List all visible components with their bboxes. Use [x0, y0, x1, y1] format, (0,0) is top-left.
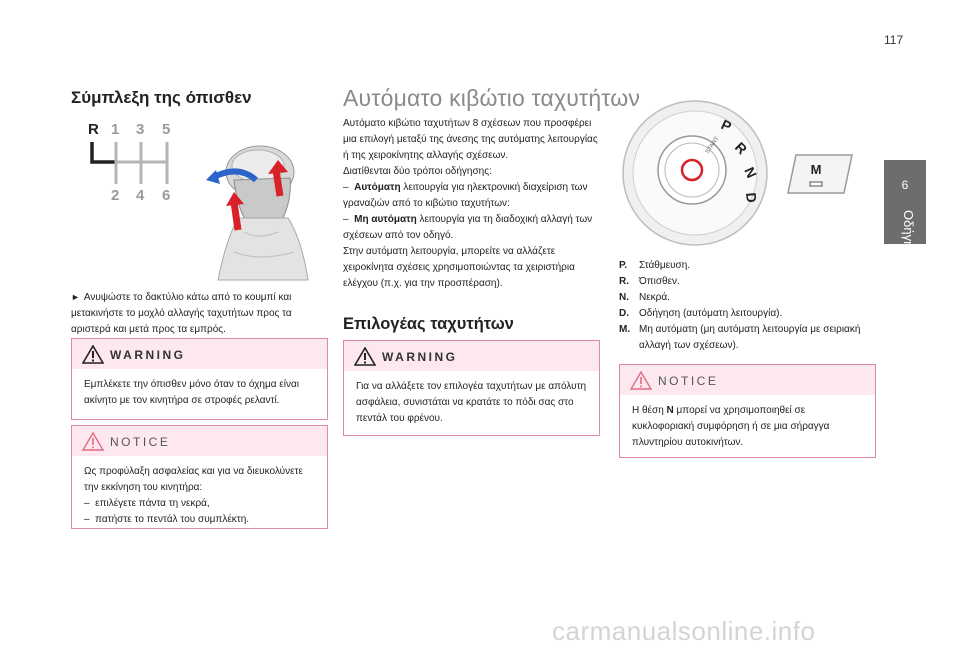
mode-manual-desc: λειτουργία για τη διαδοχική αλλαγή των σ…: [343, 214, 593, 241]
position-item: M. Μη αυτόματη (μη αυτόματη λειτουργία με…: [619, 322, 875, 354]
warning-title: WARNING: [110, 348, 186, 362]
notice-header: NOTICE: [620, 365, 875, 395]
watermark: carmanualsonline.info: [552, 616, 816, 646]
warning-header: WARNING: [344, 341, 599, 371]
reverse-instruction: ►Ανυψώστε το δακτύλιο κάτω από το κουμπί…: [71, 289, 327, 338]
position-item: P. Στάθμευση.: [619, 258, 875, 274]
notice-item-text: επιλέγετε πάντα τη νεκρά,: [95, 498, 210, 509]
position-text: Όπισθεν.: [639, 276, 680, 287]
reverse-instruction-text: Ανυψώστε το δακτύλιο κάτω από το κουμπί …: [71, 292, 292, 335]
driving-modes-lead: Διατίθενται δύο τρόποι οδήγησης:: [343, 166, 492, 177]
gear-lever-illustration: [206, 145, 309, 281]
position-item: R. Όπισθεν.: [619, 274, 875, 290]
warning-header: WARNING: [72, 339, 327, 369]
position-key: P.: [619, 260, 628, 271]
gear-selector-dial: P R N D START: [622, 100, 768, 246]
position-key: N.: [619, 292, 629, 303]
warning-text: Για να αλλάξετε τον επιλογέα ταχυτήτων μ…: [356, 381, 587, 424]
warning-triangle-icon: [82, 345, 104, 364]
warning-box-left: WARNING Εμπλέκετε την όπισθεν μόνο όταν …: [71, 338, 328, 420]
automatic-description: Αυτόματο κιβώτιο ταχυτήτων 8 σχέσεων που…: [343, 116, 603, 292]
notice-triangle-icon: [82, 432, 104, 451]
manual-override-text: Στην αυτόματη λειτουργία, μπορείτε να αλ…: [343, 246, 575, 289]
gear-label-1: 1: [111, 121, 119, 138]
dial-letter-d: D: [743, 192, 760, 203]
mode-manual-name: Μη αυτόματη: [354, 214, 417, 225]
notice-text-pre: Η θέση: [632, 405, 667, 416]
bullet-arrow-icon: ►: [71, 292, 80, 302]
chapter-tab[interactable]: 6: [884, 160, 926, 244]
mode-automatic: – Αυτόματη λειτουργία για ηλεκτρονική δι…: [343, 182, 588, 209]
notice-title: NOTICE: [110, 435, 171, 449]
warning-title: WARNING: [382, 350, 458, 364]
section-title-automatic: Αυτόματο κιβώτιο ταχυτήτων: [343, 85, 641, 111]
chapter-number: 6: [901, 178, 909, 192]
subsection-title-selector: Επιλογέας ταχυτήτων: [343, 315, 514, 333]
notice-item-text: πατήστε το πεντάλ του συμπλέκτη.: [95, 514, 250, 525]
page-number: 117: [884, 33, 904, 47]
mode-automatic-name: Αυτόματη: [354, 182, 401, 193]
position-list: P. Στάθμευση. R. Όπισθεν. N. Νεκρά. D. Οδήγη…: [619, 258, 875, 354]
chapter-label-wrap: Οδήγηση: [884, 208, 926, 264]
warning-triangle-icon: [354, 347, 376, 366]
mode-automatic-desc: λειτουργία για ηλεκτρονική διαχείριση τω…: [343, 182, 588, 209]
position-key: R.: [619, 276, 629, 287]
position-text: Οδήγηση (αυτόματη λειτουργία).: [639, 308, 783, 319]
gear-label-2: 2: [111, 187, 119, 204]
warning-text: Εμπλέκετε την όπισθεν μόνο όταν το όχημα…: [84, 379, 299, 406]
position-text: Νεκρά.: [639, 292, 670, 303]
position-key: D.: [619, 308, 629, 319]
position-key: M.: [619, 324, 631, 335]
notice-text: Η θέση N μπορεί να χρησιμοποιηθεί σε κυκ…: [620, 395, 875, 459]
notice-box-left: NOTICE Ως προφύλαξη ασφαλείας και για να…: [71, 425, 328, 529]
notice-title: NOTICE: [658, 374, 719, 388]
notice-intro: Ως προφύλαξη ασφαλείας και για να διευκο…: [84, 466, 303, 493]
notice-text-bold: N: [666, 405, 674, 416]
notice-item: – πατήστε το πεντάλ του συμπλέκτη.: [84, 514, 250, 525]
notice-header: NOTICE: [72, 426, 327, 456]
warning-box-middle: WARNING Για να αλλάξετε τον επιλογέα ταχ…: [343, 340, 600, 436]
notice-body: Ως προφύλαξη ασφαλείας και για να διευκο…: [72, 456, 327, 536]
gear-label-5: 5: [162, 121, 170, 138]
m-button-label: M: [811, 162, 822, 177]
section-title-reverse: Σύμπλεξη της όπισθεν: [71, 88, 252, 107]
notice-text-post: μπορεί να χρησιμοποιηθεί σε κυκλοφοριακή…: [632, 405, 830, 448]
mode-manual: – Μη αυτόματη λειτουργία για τη διαδοχικ…: [343, 214, 593, 241]
position-text: Μη αυτόματη (μη αυτόματη λειτουργία με σ…: [639, 324, 861, 351]
m-button: M: [787, 154, 853, 194]
gear-label-3: 3: [136, 121, 144, 138]
position-text: Στάθμευση.: [639, 260, 691, 271]
gear-label-r: R: [88, 121, 99, 138]
position-item: D. Οδήγηση (αυτόματη λειτουργία).: [619, 306, 875, 322]
gear-label-6: 6: [162, 187, 170, 204]
notice-triangle-icon: [630, 371, 652, 390]
chapter-label: Οδήγηση: [901, 210, 916, 264]
notice-item: – επιλέγετε πάντα τη νεκρά,: [84, 498, 210, 509]
gear-label-4: 4: [136, 187, 145, 204]
notice-box-right: NOTICE Η θέση N μπορεί να χρησιμοποιηθεί…: [619, 364, 876, 458]
gate-lines: [114, 142, 169, 184]
position-item: N. Νεκρά.: [619, 290, 875, 306]
gear-pattern-diagram: R 1 3 5 2 4 6: [88, 121, 170, 204]
reverse-path: [90, 142, 116, 164]
automatic-intro: Αυτόματο κιβώτιο ταχυτήτων 8 σχέσεων που…: [343, 118, 598, 161]
